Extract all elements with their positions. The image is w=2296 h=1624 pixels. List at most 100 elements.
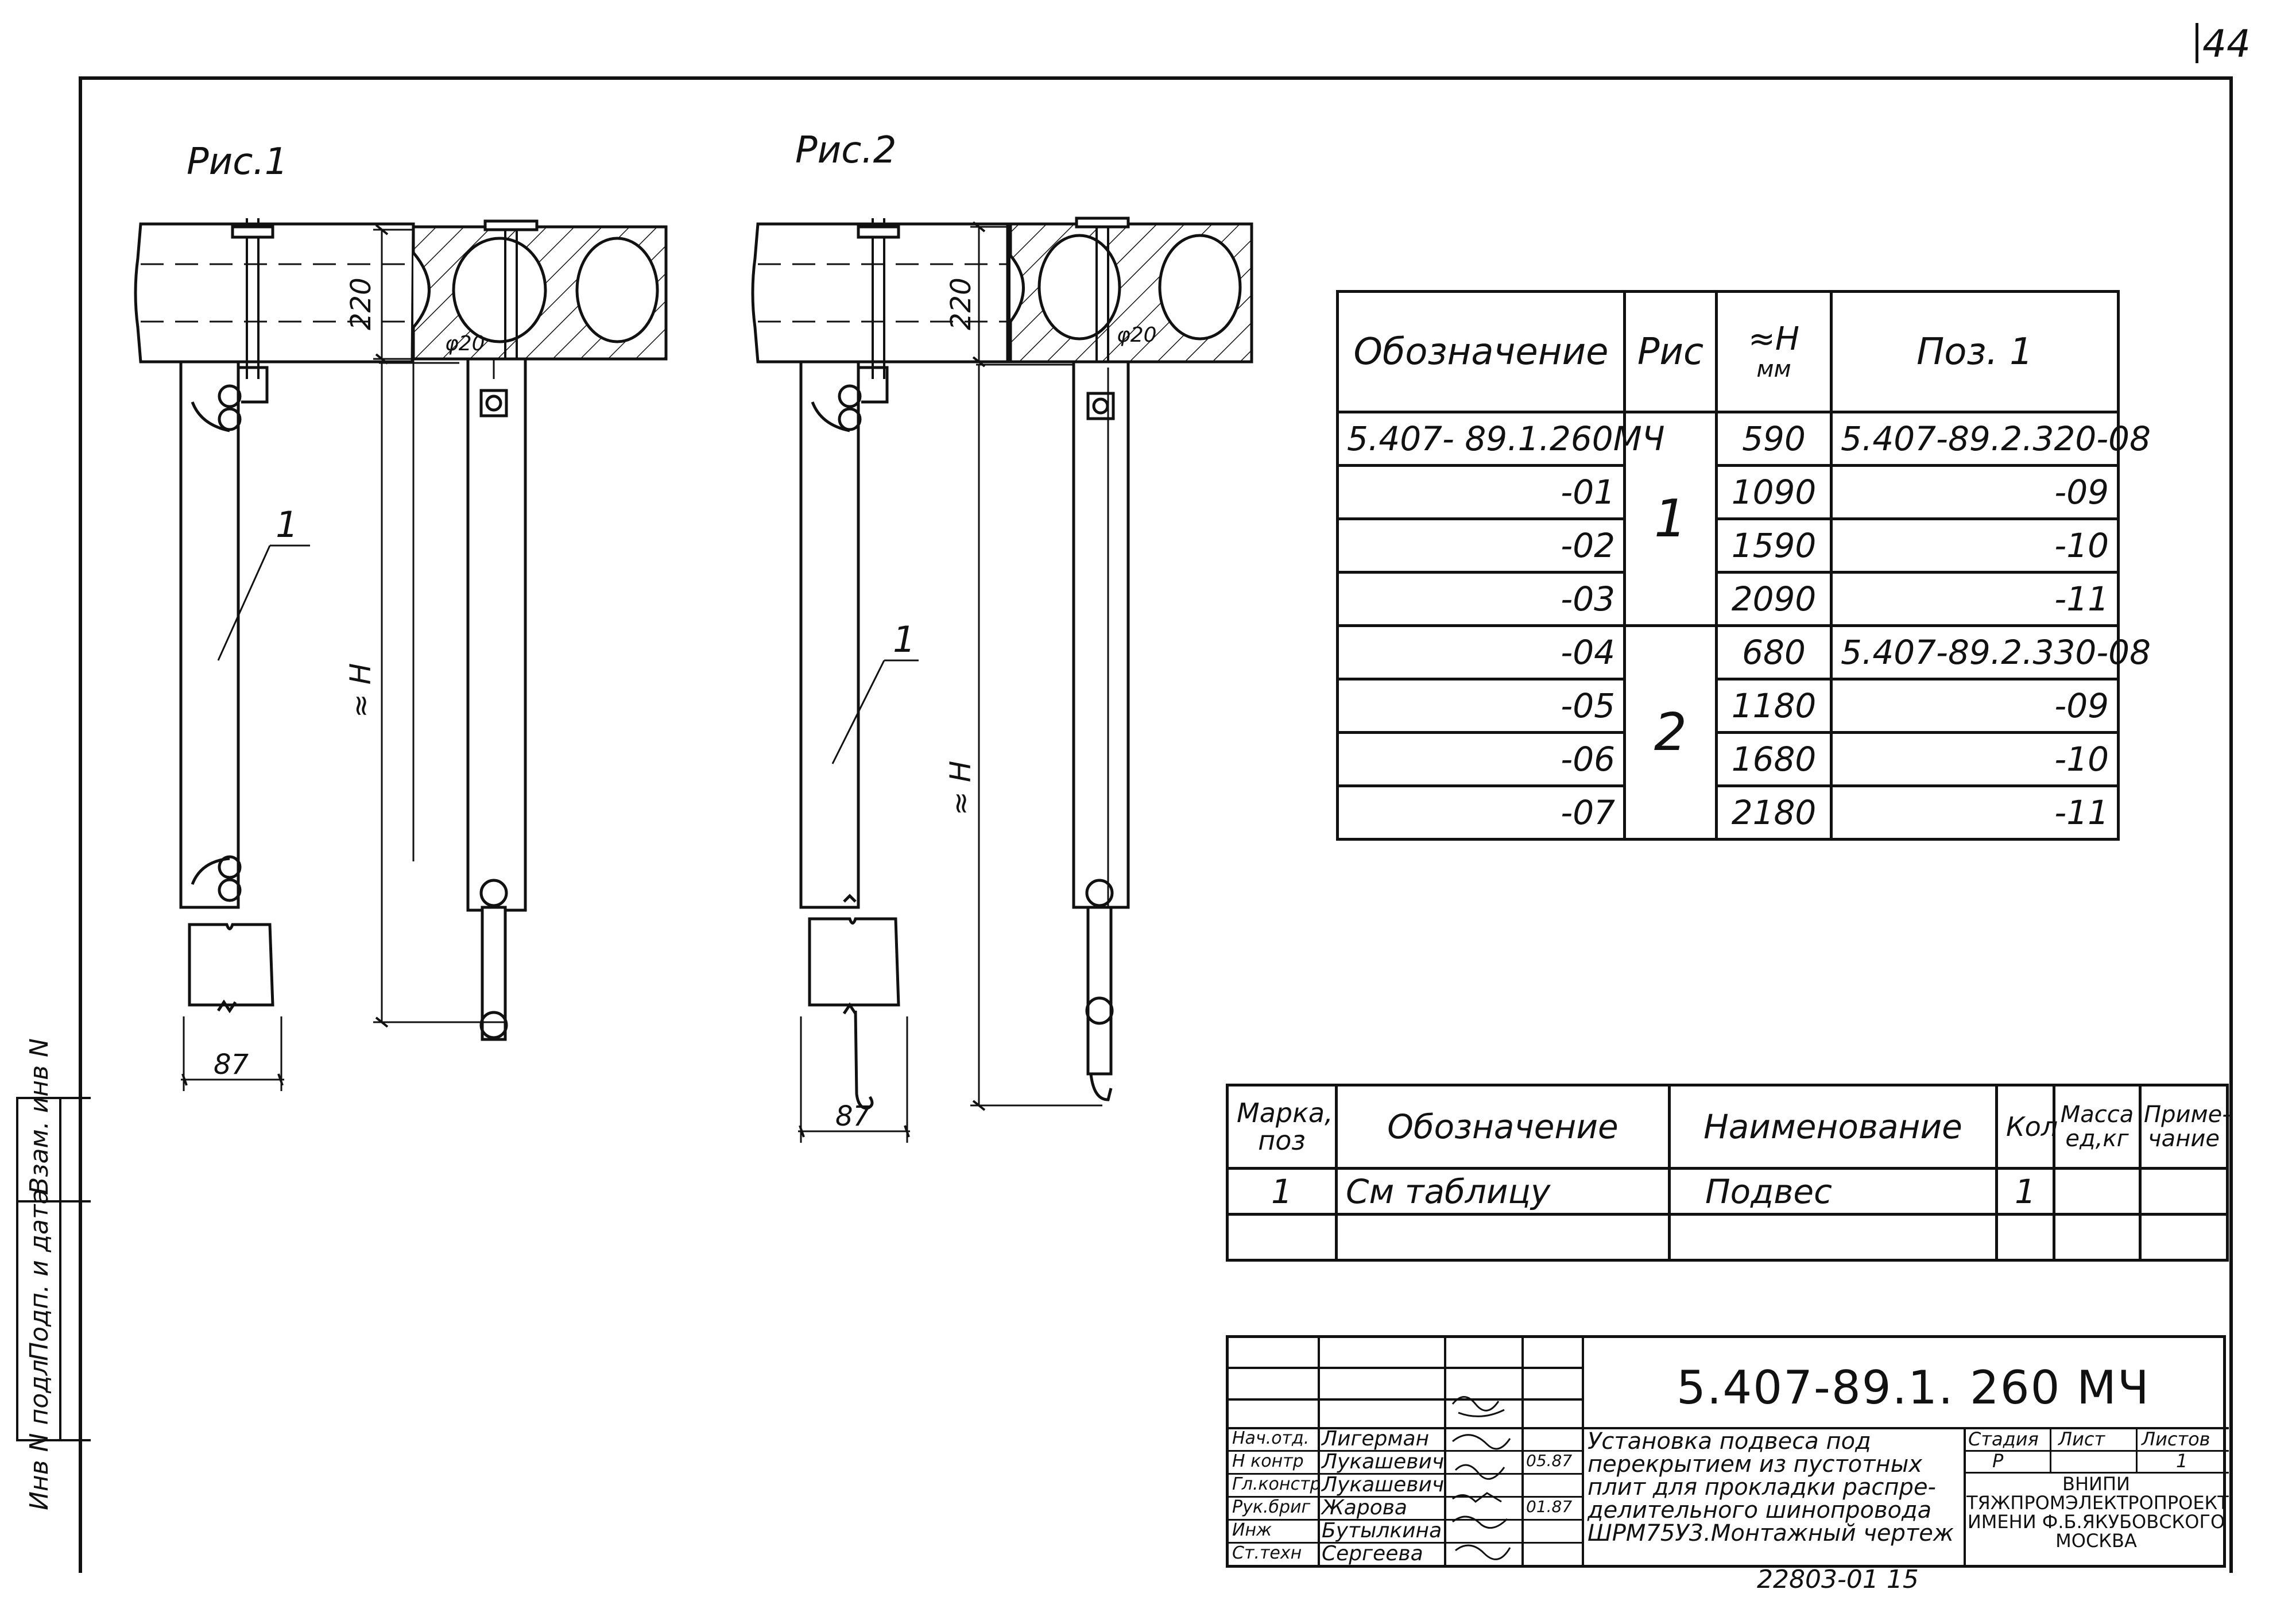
specification-table: Марка, поз Обозначение Наименование Кол … <box>1226 1084 2231 1262</box>
org-line: ИМЕНИ Ф.Б.ЯКУБОВСКОГО <box>1967 1511 2225 1533</box>
table-cell-h: 2090 <box>1715 571 1833 627</box>
spec-header-mark: Марка, поз <box>1226 1084 1338 1170</box>
fig2-side-view <box>970 216 1253 1111</box>
table-cell-pos: 5.407-89.2.330-08 <box>1830 624 2151 680</box>
spec-empty-cell <box>1995 1213 2055 1262</box>
table-cell-fig-1: 1 <box>1623 411 1718 627</box>
fig2-front-view <box>751 218 1009 1143</box>
row-line <box>1229 1473 1582 1475</box>
row-line <box>1229 1519 1582 1521</box>
fig1-dim-phi20: φ20 <box>445 332 485 355</box>
sheet-number: 44 <box>2202 22 2251 66</box>
table-cell-designation: 5.407- 89.1.260МЧ <box>1336 411 1665 467</box>
role-label: Инж <box>1232 1520 1272 1540</box>
sheet-label: Лист <box>2058 1428 2105 1450</box>
sheet-number-divider <box>2196 23 2198 63</box>
sheets-value: 1 <box>2176 1450 2188 1472</box>
description-line: плит для прокладки распре- <box>1588 1474 1936 1501</box>
header-fig: Рис <box>1623 290 1718 413</box>
spec-cell-qty: 1 <box>1995 1167 2055 1216</box>
row-line <box>1229 1496 1582 1498</box>
fig2-dim-H: ≈ H <box>944 761 977 815</box>
role-label: Ст.техн <box>1232 1543 1302 1563</box>
doc-code: 5.407-89.1. 260 МЧ <box>1676 1361 2150 1414</box>
spec-empty-cell <box>2139 1213 2229 1262</box>
handwritten-signatures <box>1451 1396 1511 1560</box>
revision-grid <box>1229 1338 1582 1430</box>
table-cell-pos: 5.407-89.2.320-08 <box>1830 411 2151 467</box>
spec-empty-cell <box>1335 1213 1671 1262</box>
fig2-dim-87: 87 <box>835 1100 871 1132</box>
spec-cell-mass <box>2053 1167 2142 1216</box>
stamp-text-replace: Взам. инв N <box>25 1038 54 1194</box>
description-line: делительного шинопровода <box>1588 1497 1932 1524</box>
table-cell-h: 2180 <box>1715 784 1833 841</box>
table-cell-designation: -03 <box>1336 571 1626 627</box>
header-h-unit: мм <box>1756 356 1791 383</box>
role-label: Рук.бриг <box>1232 1497 1311 1517</box>
spec-empty-cell <box>1668 1213 1998 1262</box>
col-line <box>2136 1427 2138 1472</box>
grid-line <box>1229 1427 1582 1429</box>
fig1-title: Рис.1 <box>187 141 288 183</box>
title-block: Нач.отд. Н контр Гл.констр Рук.бриг Инж … <box>1226 1335 2229 1568</box>
variant-table: Обозначение Рис ≈H мм Поз. 1 5.407- 89.1… <box>1336 290 2151 841</box>
person-name: Лигерман <box>1322 1427 1430 1451</box>
description-line: перекрытием из пустотных <box>1588 1451 1922 1478</box>
fig2-dim-220: 220 <box>945 277 977 330</box>
side-stamp: Взам. инв N Подп. и дата Инв N подл <box>16 1038 91 1602</box>
table-cell-designation: -01 <box>1336 464 1626 520</box>
stamp-line <box>16 1097 91 1441</box>
org-line: МОСКВА <box>2055 1530 2137 1552</box>
stage-grid: Стадия Лист Листов Р 1 <box>1964 1427 2229 1474</box>
person-name: Лукашевич <box>1322 1473 1445 1497</box>
stamp-line <box>16 1200 91 1202</box>
role-label: Н контр <box>1232 1451 1304 1471</box>
table-cell-h: 1090 <box>1715 464 1833 520</box>
description-line: ШРМ75У3.Монтажный чертеж <box>1588 1520 1954 1546</box>
description: Установка подвеса под перекрытием из пус… <box>1588 1430 2030 1545</box>
table-cell-pos: -10 <box>1830 517 2120 574</box>
table-cell-h: 680 <box>1715 624 1833 680</box>
table-cell-pos: -11 <box>1830 571 2120 627</box>
table-cell-h: 590 <box>1715 411 1833 467</box>
row-line <box>1964 1450 2229 1452</box>
fig1-dim-87: 87 <box>214 1049 249 1081</box>
spec-header-note: Приме- чание <box>2139 1084 2231 1170</box>
row-line <box>1964 1472 2229 1474</box>
spec-header-mass: Масса ед,кг <box>2053 1084 2142 1170</box>
stamp-text-sign: Подп. и дата <box>25 1189 54 1361</box>
col-line <box>1582 1338 1584 1565</box>
header-h: ≈H мм <box>1715 290 1833 413</box>
fig1-side-view <box>373 219 668 1041</box>
table-cell-fig-2: 2 <box>1623 624 1718 841</box>
table-cell-designation: -04 <box>1336 624 1626 680</box>
grid-line <box>1229 1398 1582 1401</box>
organization: ВНИПИ ТЯЖПРОМЭЛЕКТРОПРОЕКТ ИМЕНИ Ф.Б.ЯКУ… <box>1966 1473 2229 1552</box>
spec-empty-cell <box>2053 1213 2142 1262</box>
fig2-dim-phi20: φ20 <box>1117 323 1157 347</box>
spec-cell-note <box>2139 1167 2229 1216</box>
org-line: ТЯЖПРОМЭЛЕКТРОПРОЕКТ <box>1966 1492 2229 1514</box>
fig1-front-view <box>134 218 415 1091</box>
row-line <box>1229 1450 1582 1452</box>
org-line: ВНИПИ <box>2062 1473 2130 1495</box>
table-cell-h: 1590 <box>1715 517 1833 574</box>
header-h-value: ≈H <box>1748 320 1800 358</box>
role-label: Гл.констр <box>1232 1474 1321 1494</box>
archive-number: 22803-01 15 <box>1757 1565 1919 1594</box>
table-cell-pos: -09 <box>1830 678 2120 734</box>
role-label: Нач.отд. <box>1232 1428 1310 1448</box>
col-line <box>2050 1427 2051 1472</box>
sign-date: 05.87 <box>1526 1451 1573 1470</box>
stamp-line <box>59 1097 61 1441</box>
spec-header-designation: Обозначение <box>1335 1084 1671 1170</box>
grid-line <box>1229 1367 1582 1369</box>
stamp-text-inv: Инв N подл <box>25 1359 54 1510</box>
fig2-title: Рис.2 <box>795 129 897 172</box>
stage-value: Р <box>1992 1450 2004 1472</box>
spec-cell-name: Подвес <box>1668 1167 1998 1216</box>
fig2-pos-1: 1 <box>893 618 915 660</box>
table-cell-h: 1180 <box>1715 678 1833 734</box>
table-cell-designation: -07 <box>1336 784 1626 841</box>
